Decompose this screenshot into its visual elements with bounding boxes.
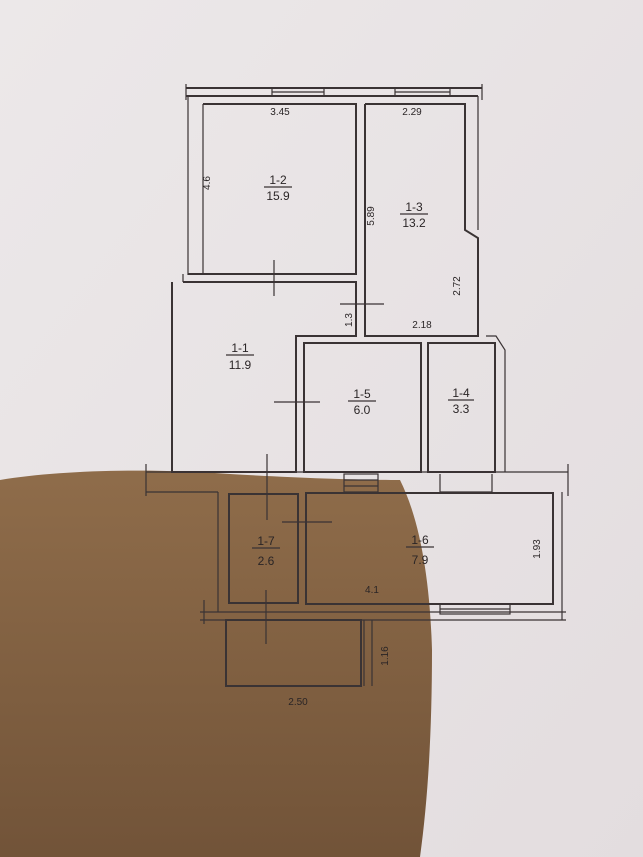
svg-text:2.6: 2.6 (258, 554, 275, 568)
svg-text:1-6: 1-6 (411, 533, 429, 547)
dim-room-1-2-height: 4.6 (202, 176, 213, 190)
room-label-1-6: 1-6 7.9 (406, 533, 434, 567)
room-label-1-4: 1-4 3.3 (448, 386, 474, 416)
dim-passage-width: 1.3 (344, 313, 355, 327)
room-label-1-1: 1-1 11.9 (226, 341, 254, 372)
svg-text:1-2: 1-2 (269, 173, 287, 187)
dim-room-1-3-height: 5.89 (366, 206, 377, 226)
room-label-1-3: 1-3 13.2 (400, 200, 428, 230)
dim-room-1-6-width: 4.1 (365, 585, 379, 596)
svg-text:13.2: 13.2 (402, 216, 426, 230)
dim-porch-height: 1.16 (380, 646, 391, 666)
svg-text:1-4: 1-4 (452, 386, 470, 400)
room-label-1-7: 1-7 2.6 (252, 534, 280, 568)
dim-right-wall-height: 2.72 (452, 276, 463, 296)
dim-porch-width: 2.50 (288, 697, 308, 708)
hand-shadow (0, 470, 432, 857)
svg-text:1-1: 1-1 (231, 341, 249, 355)
dim-room-1-3-bottom: 2.18 (412, 320, 432, 331)
svg-text:6.0: 6.0 (354, 403, 371, 417)
dim-top-left-width: 3.45 (270, 107, 290, 118)
dim-room-1-6-height: 1.93 (532, 539, 543, 559)
svg-text:1-3: 1-3 (405, 200, 423, 214)
svg-text:15.9: 15.9 (266, 189, 290, 203)
svg-text:11.9: 11.9 (229, 358, 252, 372)
room-label-1-5: 1-5 6.0 (348, 387, 376, 417)
svg-text:1-7: 1-7 (257, 534, 275, 548)
svg-text:3.3: 3.3 (453, 402, 470, 416)
door-marks (265, 260, 384, 644)
dim-top-right-width: 2.29 (402, 107, 422, 118)
room-label-1-2: 1-2 15.9 (264, 173, 292, 203)
svg-text:1-5: 1-5 (353, 387, 371, 401)
walls (145, 84, 569, 687)
svg-text:7.9: 7.9 (412, 553, 429, 567)
